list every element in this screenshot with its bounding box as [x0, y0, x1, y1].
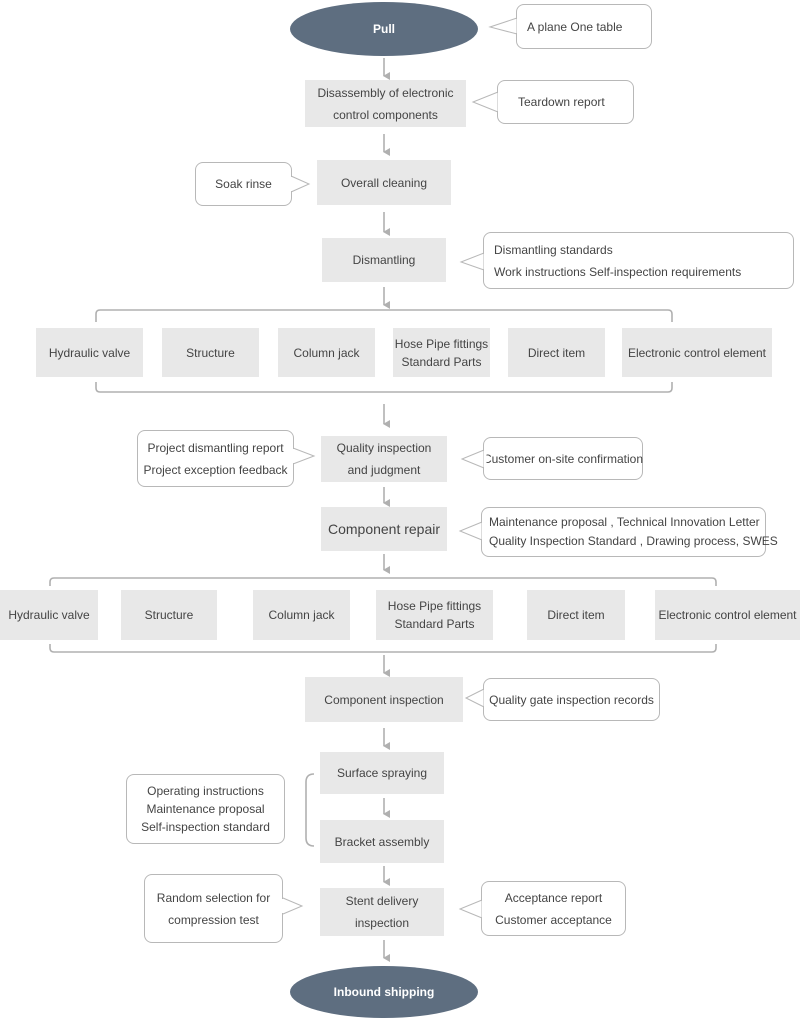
step-surface-spraying: Surface spraying: [320, 752, 444, 794]
callout-plane-table: A plane One table: [516, 4, 652, 49]
pointer-soak-rinse: [290, 175, 311, 193]
step-quality-inspection-line2: and judgment: [347, 463, 421, 477]
callout-dismantling-docs: Dismantling standards Work instructions …: [483, 232, 794, 289]
callout-text-line2: Project exception feedback: [143, 462, 288, 477]
callout-text-line2: Quality Inspection Standard , Drawing pr…: [489, 534, 778, 548]
callout-text-line2: Maintenance proposal: [146, 802, 265, 816]
pointer-teardown: [471, 91, 499, 113]
part-row2-hydraulic-valve: Hydraulic valve: [0, 590, 98, 640]
callout-text-line1: Operating instructions: [147, 784, 264, 798]
callout-text-line2: Customer acceptance: [495, 912, 612, 927]
callout-text: Teardown report: [518, 95, 605, 109]
step-dismantling-label: Dismantling: [352, 253, 416, 267]
part-row2-structure: Structure: [121, 590, 217, 640]
part-row1-electronic-control: Electronic control element: [622, 328, 772, 377]
end-label: Inbound shipping: [333, 985, 435, 999]
part-label-line1: Hose Pipe fittings: [387, 599, 482, 613]
part-label: Electronic control element: [627, 345, 767, 360]
callout-repair-docs: Maintenance proposal , Technical Innovat…: [481, 507, 778, 557]
step-cleaning-label: Overall cleaning: [340, 175, 428, 190]
callout-soak-rinse: Soak rinse: [195, 162, 292, 206]
part-row2-electronic-control: Electronic control element: [655, 590, 800, 640]
callout-text-line1: Random selection for: [156, 890, 271, 905]
start-node: Pull: [290, 2, 478, 56]
pointer-customer: [460, 449, 485, 469]
pointer-quality-gate: [464, 688, 485, 708]
part-label: Direct item: [547, 608, 605, 622]
callout-text-line1: Dismantling standards: [494, 242, 613, 257]
part-label: Structure: [144, 608, 194, 622]
part-label-line1: Hose Pipe fittings: [394, 336, 489, 351]
part-row2-column-jack: Column jack: [253, 590, 350, 640]
callout-text: A plane One table: [527, 19, 623, 34]
part-row1-hose-pipe: Hose Pipe fittings Standard Parts: [393, 328, 490, 377]
pointer-plane-table: [488, 17, 518, 35]
callout-customer-confirmation: Customer on-site confirmation: [483, 437, 643, 480]
step-component-repair-label: Component repair: [327, 521, 441, 537]
callout-text-line1: Maintenance proposal , Technical Innovat…: [489, 515, 760, 529]
part-label: Structure: [186, 345, 235, 360]
part-label: Hydraulic valve: [8, 608, 90, 622]
callout-quality-gate: Quality gate inspection records: [483, 678, 660, 721]
step-component-repair: Component repair: [321, 507, 447, 551]
step-component-inspection-label: Component inspection: [324, 692, 444, 707]
end-node: Inbound shipping: [290, 966, 478, 1018]
step-surface-spraying-label: Surface spraying: [336, 766, 428, 780]
part-label: Electronic control element: [658, 608, 797, 622]
step-disassembly-line2: control components: [333, 107, 438, 122]
step-quality-inspection-line1: Quality inspection: [336, 441, 432, 455]
step-quality-inspection: Quality inspection and judgment: [321, 436, 447, 482]
step-cleaning: Overall cleaning: [317, 160, 451, 205]
part-label-line2: Standard Parts: [401, 354, 482, 369]
step-stent-delivery: Stent delivery inspection: [320, 888, 444, 936]
step-disassembly: Disassembly of electronic control compon…: [305, 80, 466, 127]
callout-text-line3: Self-inspection standard: [141, 820, 270, 834]
callout-teardown-report: Teardown report: [497, 80, 634, 124]
callout-acceptance: Acceptance report Customer acceptance: [481, 881, 626, 936]
part-label: Column jack: [293, 345, 360, 360]
callout-text-line1: Acceptance report: [504, 890, 603, 905]
pointer-acceptance: [458, 899, 483, 919]
bracket-top-1: [95, 309, 673, 322]
callout-project-reports: Project dismantling report Project excep…: [137, 430, 294, 487]
pointer-random: [282, 897, 304, 915]
step-stent-delivery-line1: Stent delivery: [345, 894, 419, 908]
callout-text-line2: Work instructions Self-inspection requir…: [494, 264, 742, 279]
callout-text: Quality gate inspection records: [489, 692, 654, 707]
step-disassembly-line1: Disassembly of electronic: [317, 85, 454, 100]
step-bracket-assembly-label: Bracket assembly: [334, 834, 430, 849]
start-label: Pull: [372, 22, 395, 36]
part-row1-hydraulic-valve: Hydraulic valve: [36, 328, 143, 377]
step-bracket-assembly: Bracket assembly: [320, 820, 444, 863]
part-row1-direct-item: Direct item: [508, 328, 605, 377]
pointer-repair-docs: [458, 521, 483, 541]
part-row1-structure: Structure: [162, 328, 259, 377]
callout-spraying-docs: Operating instructions Maintenance propo…: [126, 774, 285, 844]
part-label: Direct item: [527, 345, 586, 360]
part-label: Hydraulic valve: [48, 345, 131, 360]
bracket-top-2: [49, 577, 717, 586]
callout-text-line1: Project dismantling report: [147, 440, 284, 455]
callout-text: Customer on-site confirmation: [482, 451, 644, 466]
pointer-project-reports: [292, 447, 316, 465]
part-row2-direct-item: Direct item: [527, 590, 625, 640]
part-label-line2: Standard Parts: [394, 617, 475, 631]
part-row2-hose-pipe: Hose Pipe fittings Standard Parts: [376, 590, 493, 640]
callout-text-line2: compression test: [168, 912, 259, 927]
callout-random-selection: Random selection for compression test: [144, 874, 283, 943]
part-label: Column jack: [268, 608, 335, 622]
pointer-dismantling-docs: [459, 252, 485, 271]
bracket-bottom-2: [49, 644, 717, 653]
step-dismantling: Dismantling: [322, 238, 446, 282]
step-component-inspection: Component inspection: [305, 677, 463, 722]
side-brace: [305, 773, 315, 847]
bracket-bottom-1: [95, 382, 673, 393]
step-stent-delivery-line2: inspection: [354, 916, 410, 930]
part-row1-column-jack: Column jack: [278, 328, 375, 377]
callout-text: Soak rinse: [215, 177, 272, 191]
